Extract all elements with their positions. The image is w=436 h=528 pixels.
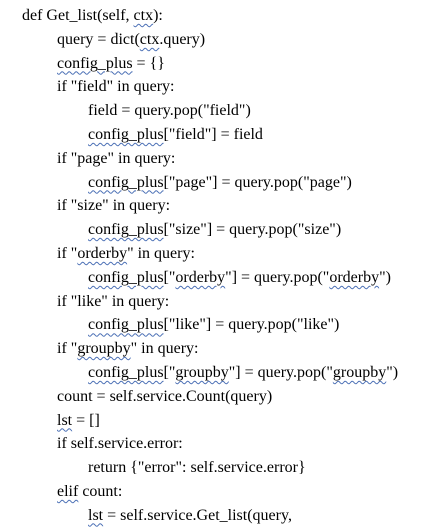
code-text: ") <box>386 363 399 381</box>
code-line: if "groupby" in query: <box>0 337 436 361</box>
flagged-token: config_plus <box>88 221 164 239</box>
flagged-token: orderby <box>77 244 128 262</box>
flagged-token: config_plus <box>88 125 164 143</box>
code-text: ["page"] = query.pop("page") <box>163 173 352 191</box>
code-text: if "field" in query: <box>57 78 175 96</box>
flagged-token: config_plus <box>88 363 164 381</box>
flagged-token: config_plus <box>57 54 133 72</box>
code-line: def Get_list(self, ctx): <box>0 4 436 28</box>
code-text: if self.service.error: <box>57 435 183 453</box>
flagged-token: config_plus <box>88 316 164 334</box>
flagged-token: lst <box>57 411 73 429</box>
code-text: "] = query.pop(" <box>225 268 330 286</box>
code-line: config_plus["page"] = query.pop("page") <box>0 171 436 195</box>
code-text: if "page" in query: <box>57 149 176 167</box>
code-line: config_plus["like"] = query.pop("like") <box>0 313 436 337</box>
flagged-token: ctx <box>139 30 160 48</box>
code-text: field = query.pop("field") <box>88 102 251 120</box>
code-text: = [] <box>72 411 100 429</box>
code-text: [" <box>163 268 176 286</box>
code-text: ["size"] = query.pop("size") <box>163 221 342 239</box>
code-line: config_plus["field"] = field <box>0 123 436 147</box>
code-line: lst = self.service.Get_list(query, <box>0 504 436 528</box>
code-document: def Get_list(self, ctx):query = dict(ctx… <box>0 4 436 524</box>
code-line: if "page" in query: <box>0 147 436 171</box>
code-text: = self.service.Get_list(query, <box>103 506 292 524</box>
code-line: return {"error": self.service.error} <box>0 456 436 480</box>
flagged-token: orderby <box>175 268 226 286</box>
code-line: config_plus["groupby"] = query.pop("grou… <box>0 361 436 385</box>
code-text: ["field"] = field <box>163 125 263 143</box>
flagged-token: lst <box>88 506 104 524</box>
code-line: if self.service.error: <box>0 432 436 456</box>
code-text: [" <box>163 363 176 381</box>
code-text: query = dict( <box>57 30 140 48</box>
code-text: if "size" in query: <box>57 197 171 215</box>
flagged-token: groupby <box>332 363 387 381</box>
flagged-token: elif <box>57 482 79 500</box>
code-text: " in query: <box>127 244 195 262</box>
flagged-token: config_plus <box>88 268 164 286</box>
code-text: "] = query.pop(" <box>228 363 333 381</box>
code-line: count = self.service.Count(query) <box>0 385 436 409</box>
code-text: if " <box>57 244 78 262</box>
flagged-token: groupby <box>77 340 131 358</box>
code-line: config_plus["orderby"] = query.pop("orde… <box>0 266 436 290</box>
code-text: ") <box>379 268 391 286</box>
code-text: = {} <box>132 54 165 72</box>
code-line: if "field" in query: <box>0 75 436 99</box>
code-text: ): <box>153 7 163 24</box>
code-text: ["like"] = query.pop("like") <box>163 316 340 334</box>
code-text: def Get_list(self, <box>22 7 134 24</box>
code-line: config_plus["size"] = query.pop("size") <box>0 218 436 242</box>
code-line: if "like" in query: <box>0 290 436 314</box>
code-text: count: <box>78 482 123 500</box>
code-line: elif count: <box>0 480 436 504</box>
flagged-token: config_plus <box>88 173 164 191</box>
code-text: if " <box>57 340 78 358</box>
code-line: field = query.pop("field") <box>0 99 436 123</box>
code-text: if "like" in query: <box>57 292 170 310</box>
code-text: .query) <box>159 30 206 48</box>
code-line: query = dict(ctx.query) <box>0 28 436 52</box>
code-text: count = self.service.Count(query) <box>57 387 273 405</box>
flagged-token: orderby <box>329 268 380 286</box>
code-line: config_plus = {} <box>0 52 436 76</box>
code-line: if "size" in query: <box>0 194 436 218</box>
code-line: lst = [] <box>0 409 436 433</box>
flagged-token: groupby <box>175 363 229 381</box>
code-text: " in query: <box>130 340 199 358</box>
code-line: if "orderby" in query: <box>0 242 436 266</box>
code-text: return {"error": self.service.error} <box>88 459 306 477</box>
flagged-token: ctx <box>133 7 154 24</box>
